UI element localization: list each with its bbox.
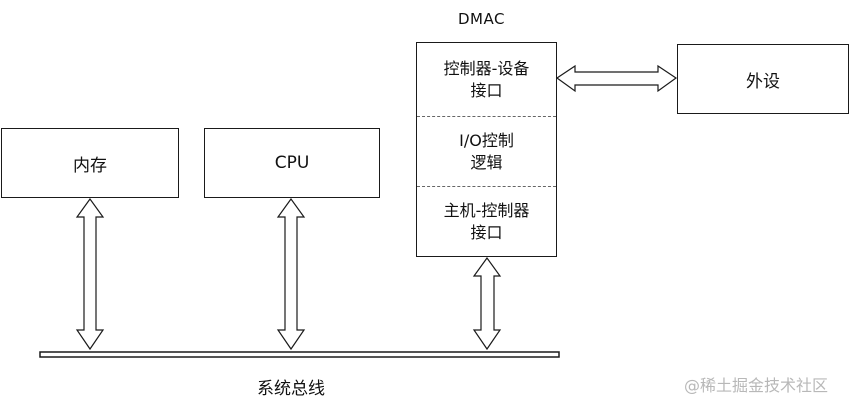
dmac-section-2-line-1: I/O控制 — [459, 130, 514, 150]
system-bus-label: 系统总线 — [257, 379, 325, 399]
dmac-section-1-line-2: 接口 — [470, 80, 503, 100]
dmac-bus-arrow — [472, 256, 502, 351]
dmac-box: 控制器-设备 接口 I/O控制 逻辑 主机-控制器 接口 — [416, 42, 557, 257]
cpu-bus-arrow — [276, 197, 306, 351]
memory-bus-arrow — [75, 197, 105, 351]
system-bus-bar — [39, 351, 560, 358]
dmac-section-2-line-2: 逻辑 — [470, 152, 503, 172]
dmac-host-interface-section: 主机-控制器 接口 — [417, 186, 556, 257]
dmac-section-3-line-1: 主机-控制器 — [443, 201, 530, 220]
cpu-box: CPU — [204, 128, 380, 198]
dmac-peripheral-arrow — [555, 64, 678, 93]
dmac-section-1-line-1: 控制器-设备 — [443, 58, 530, 78]
memory-box: 内存 — [1, 128, 179, 198]
memory-label: 内存 — [73, 155, 107, 176]
dmac-device-interface-section: 控制器-设备 接口 — [417, 43, 556, 116]
peripheral-label: 外设 — [746, 71, 780, 92]
cpu-label: CPU — [274, 153, 310, 173]
peripheral-box: 外设 — [677, 44, 849, 114]
watermark: @稀土掘金技术社区 — [684, 376, 829, 395]
dmac-section-3-line-2: 接口 — [470, 223, 503, 242]
dmac-title: DMAC — [458, 10, 505, 28]
dmac-io-control-section: I/O控制 逻辑 — [417, 116, 556, 186]
